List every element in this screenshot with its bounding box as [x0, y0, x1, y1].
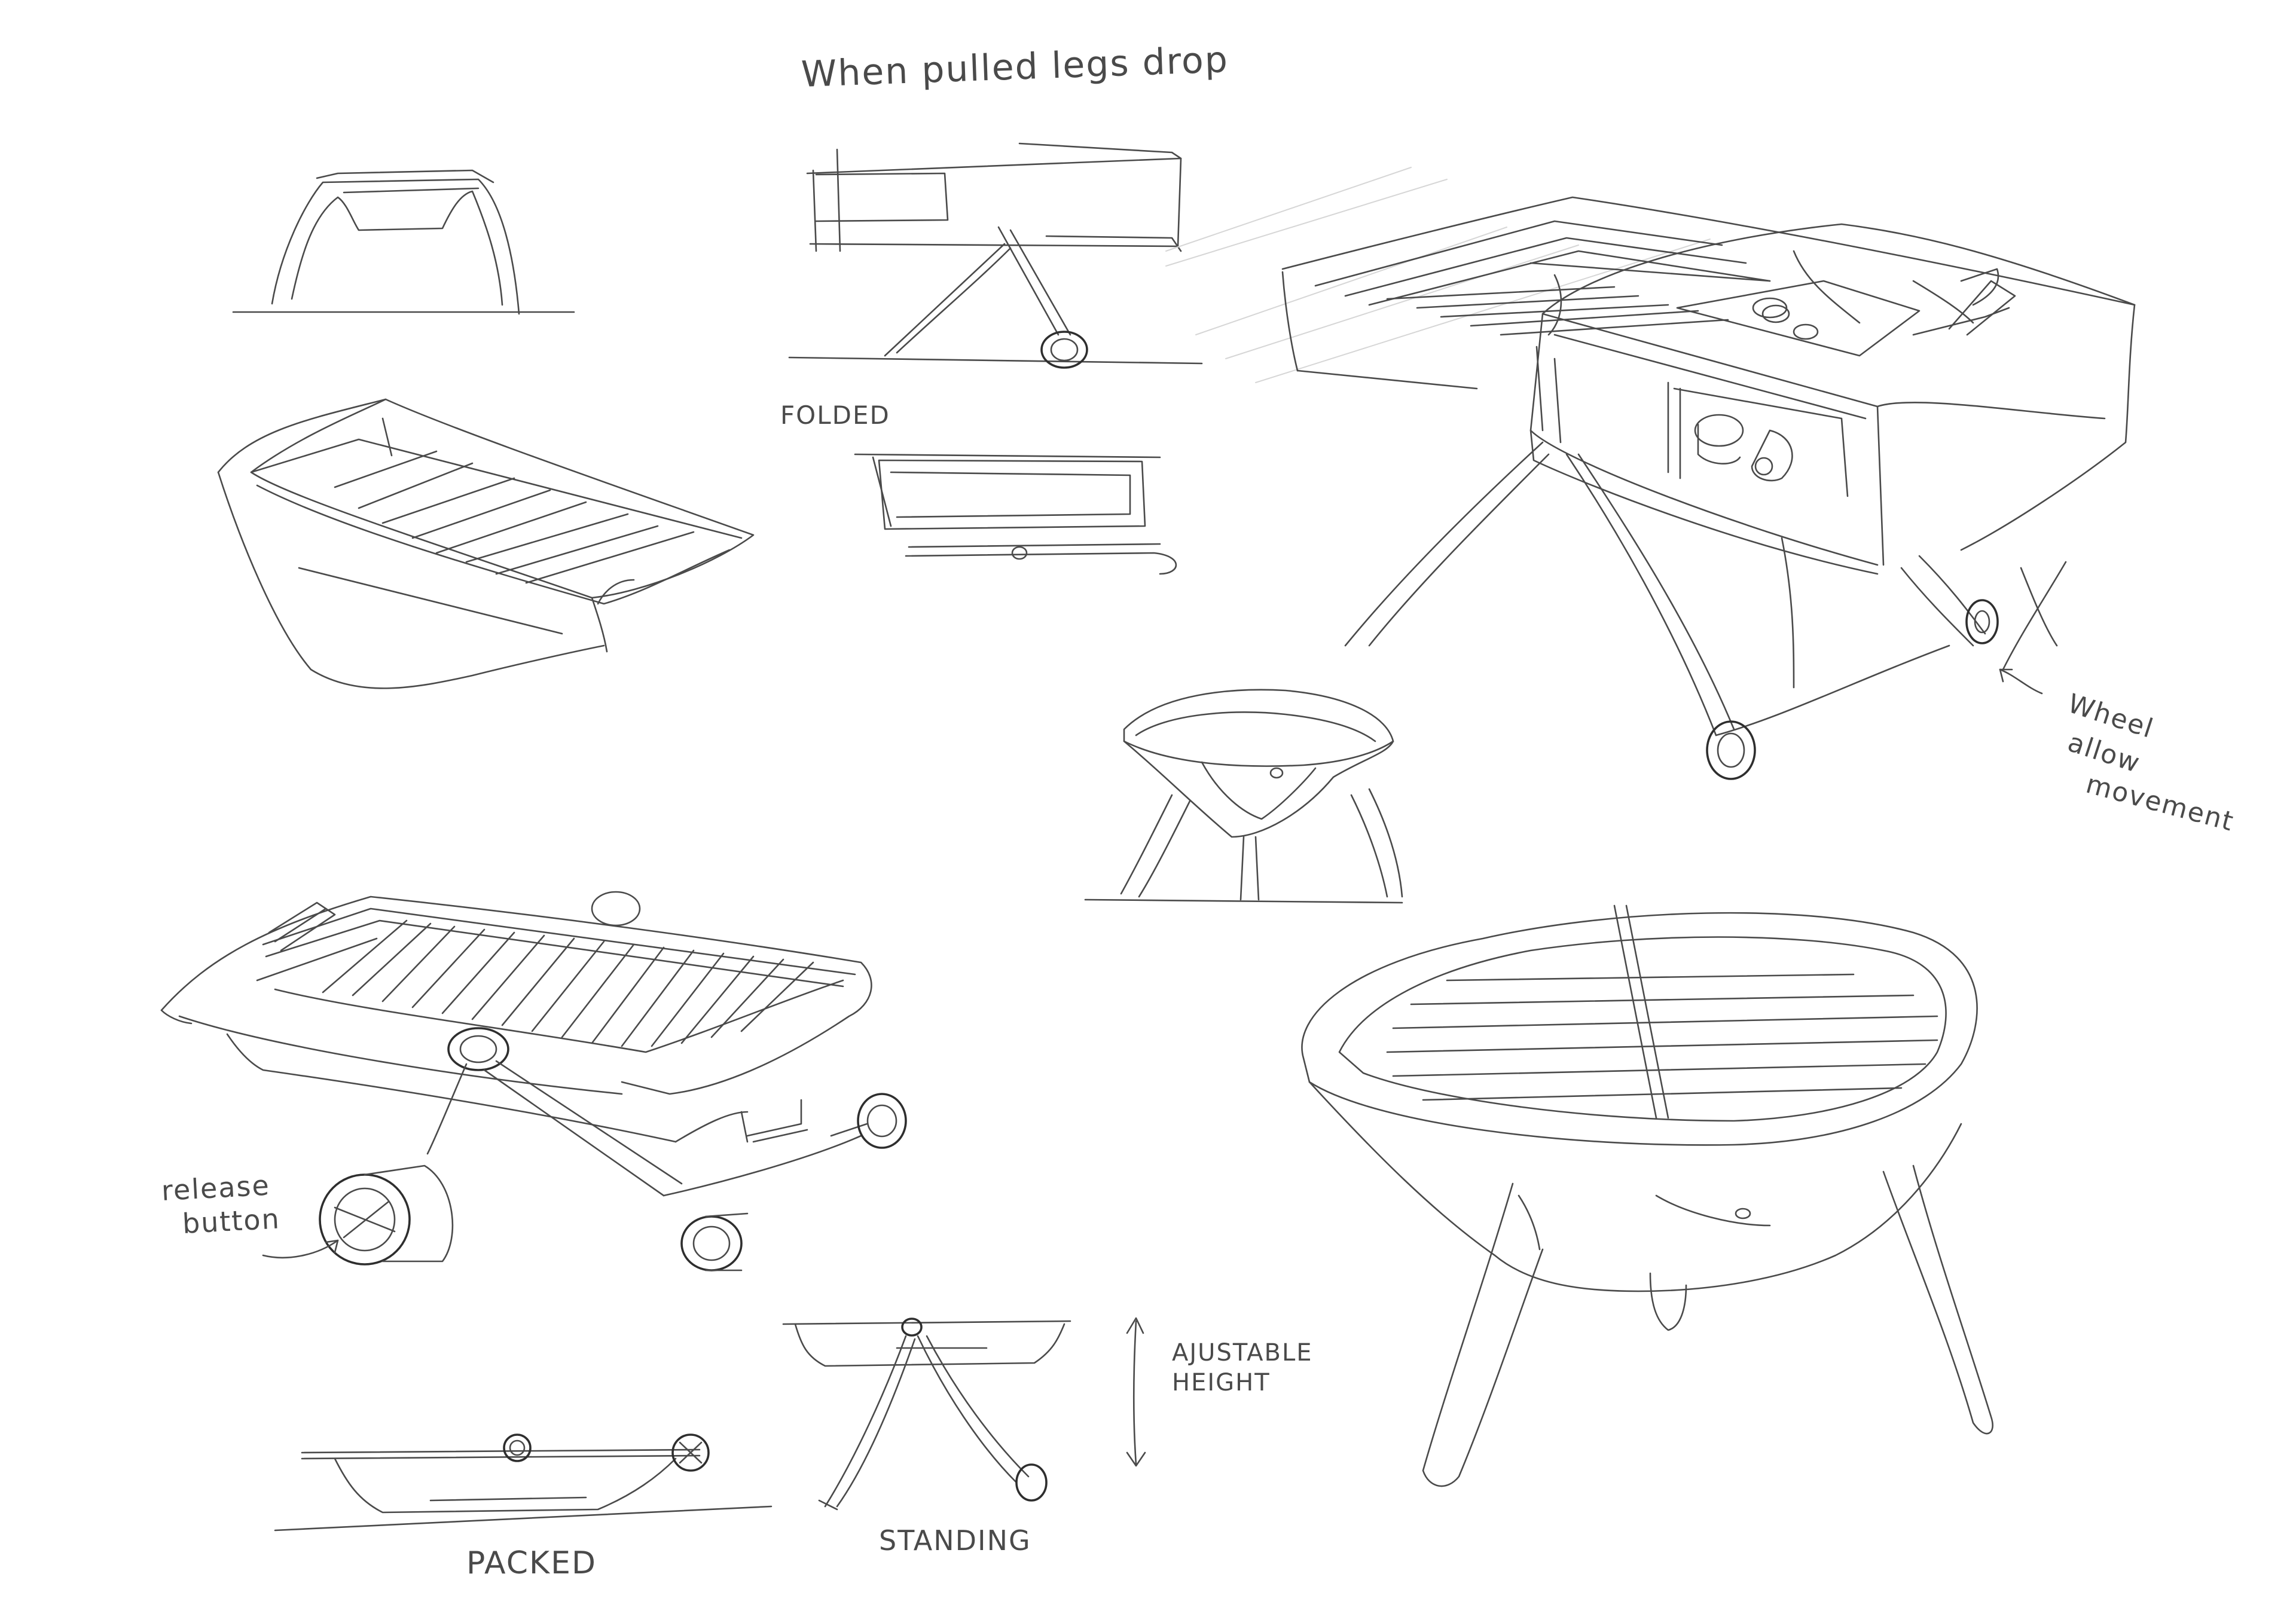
- standing-sketch: [782, 1318, 1071, 1511]
- small-tripod-grill-sketch: [1084, 689, 1403, 904]
- legs-drop-sketch: [788, 142, 1203, 369]
- height-note-line1: AJUSTABLE: [1172, 1339, 1313, 1367]
- stand-sketch: [232, 169, 575, 315]
- wheel-arrow: [1999, 668, 2043, 695]
- standing-label: STANDING: [879, 1524, 1031, 1557]
- folded-sketch: [854, 453, 1177, 575]
- folded-label: FOLDED: [780, 401, 890, 430]
- release-arrow: [262, 1239, 339, 1259]
- large-grill-sketch: [1165, 167, 2136, 780]
- tray-grill-sketch: [217, 398, 755, 689]
- release-note-line1: release: [160, 1169, 271, 1207]
- release-note-line2: button: [181, 1202, 281, 1240]
- packed-label: PACKED: [466, 1545, 597, 1581]
- height-note-line2: HEIGHT: [1172, 1369, 1271, 1396]
- packed-sketch: [274, 1434, 773, 1532]
- round-tripod-grill-sketch: [1301, 904, 1993, 1487]
- wheeled-grill-sketch: [160, 891, 907, 1271]
- height-arrow: [1126, 1317, 1146, 1467]
